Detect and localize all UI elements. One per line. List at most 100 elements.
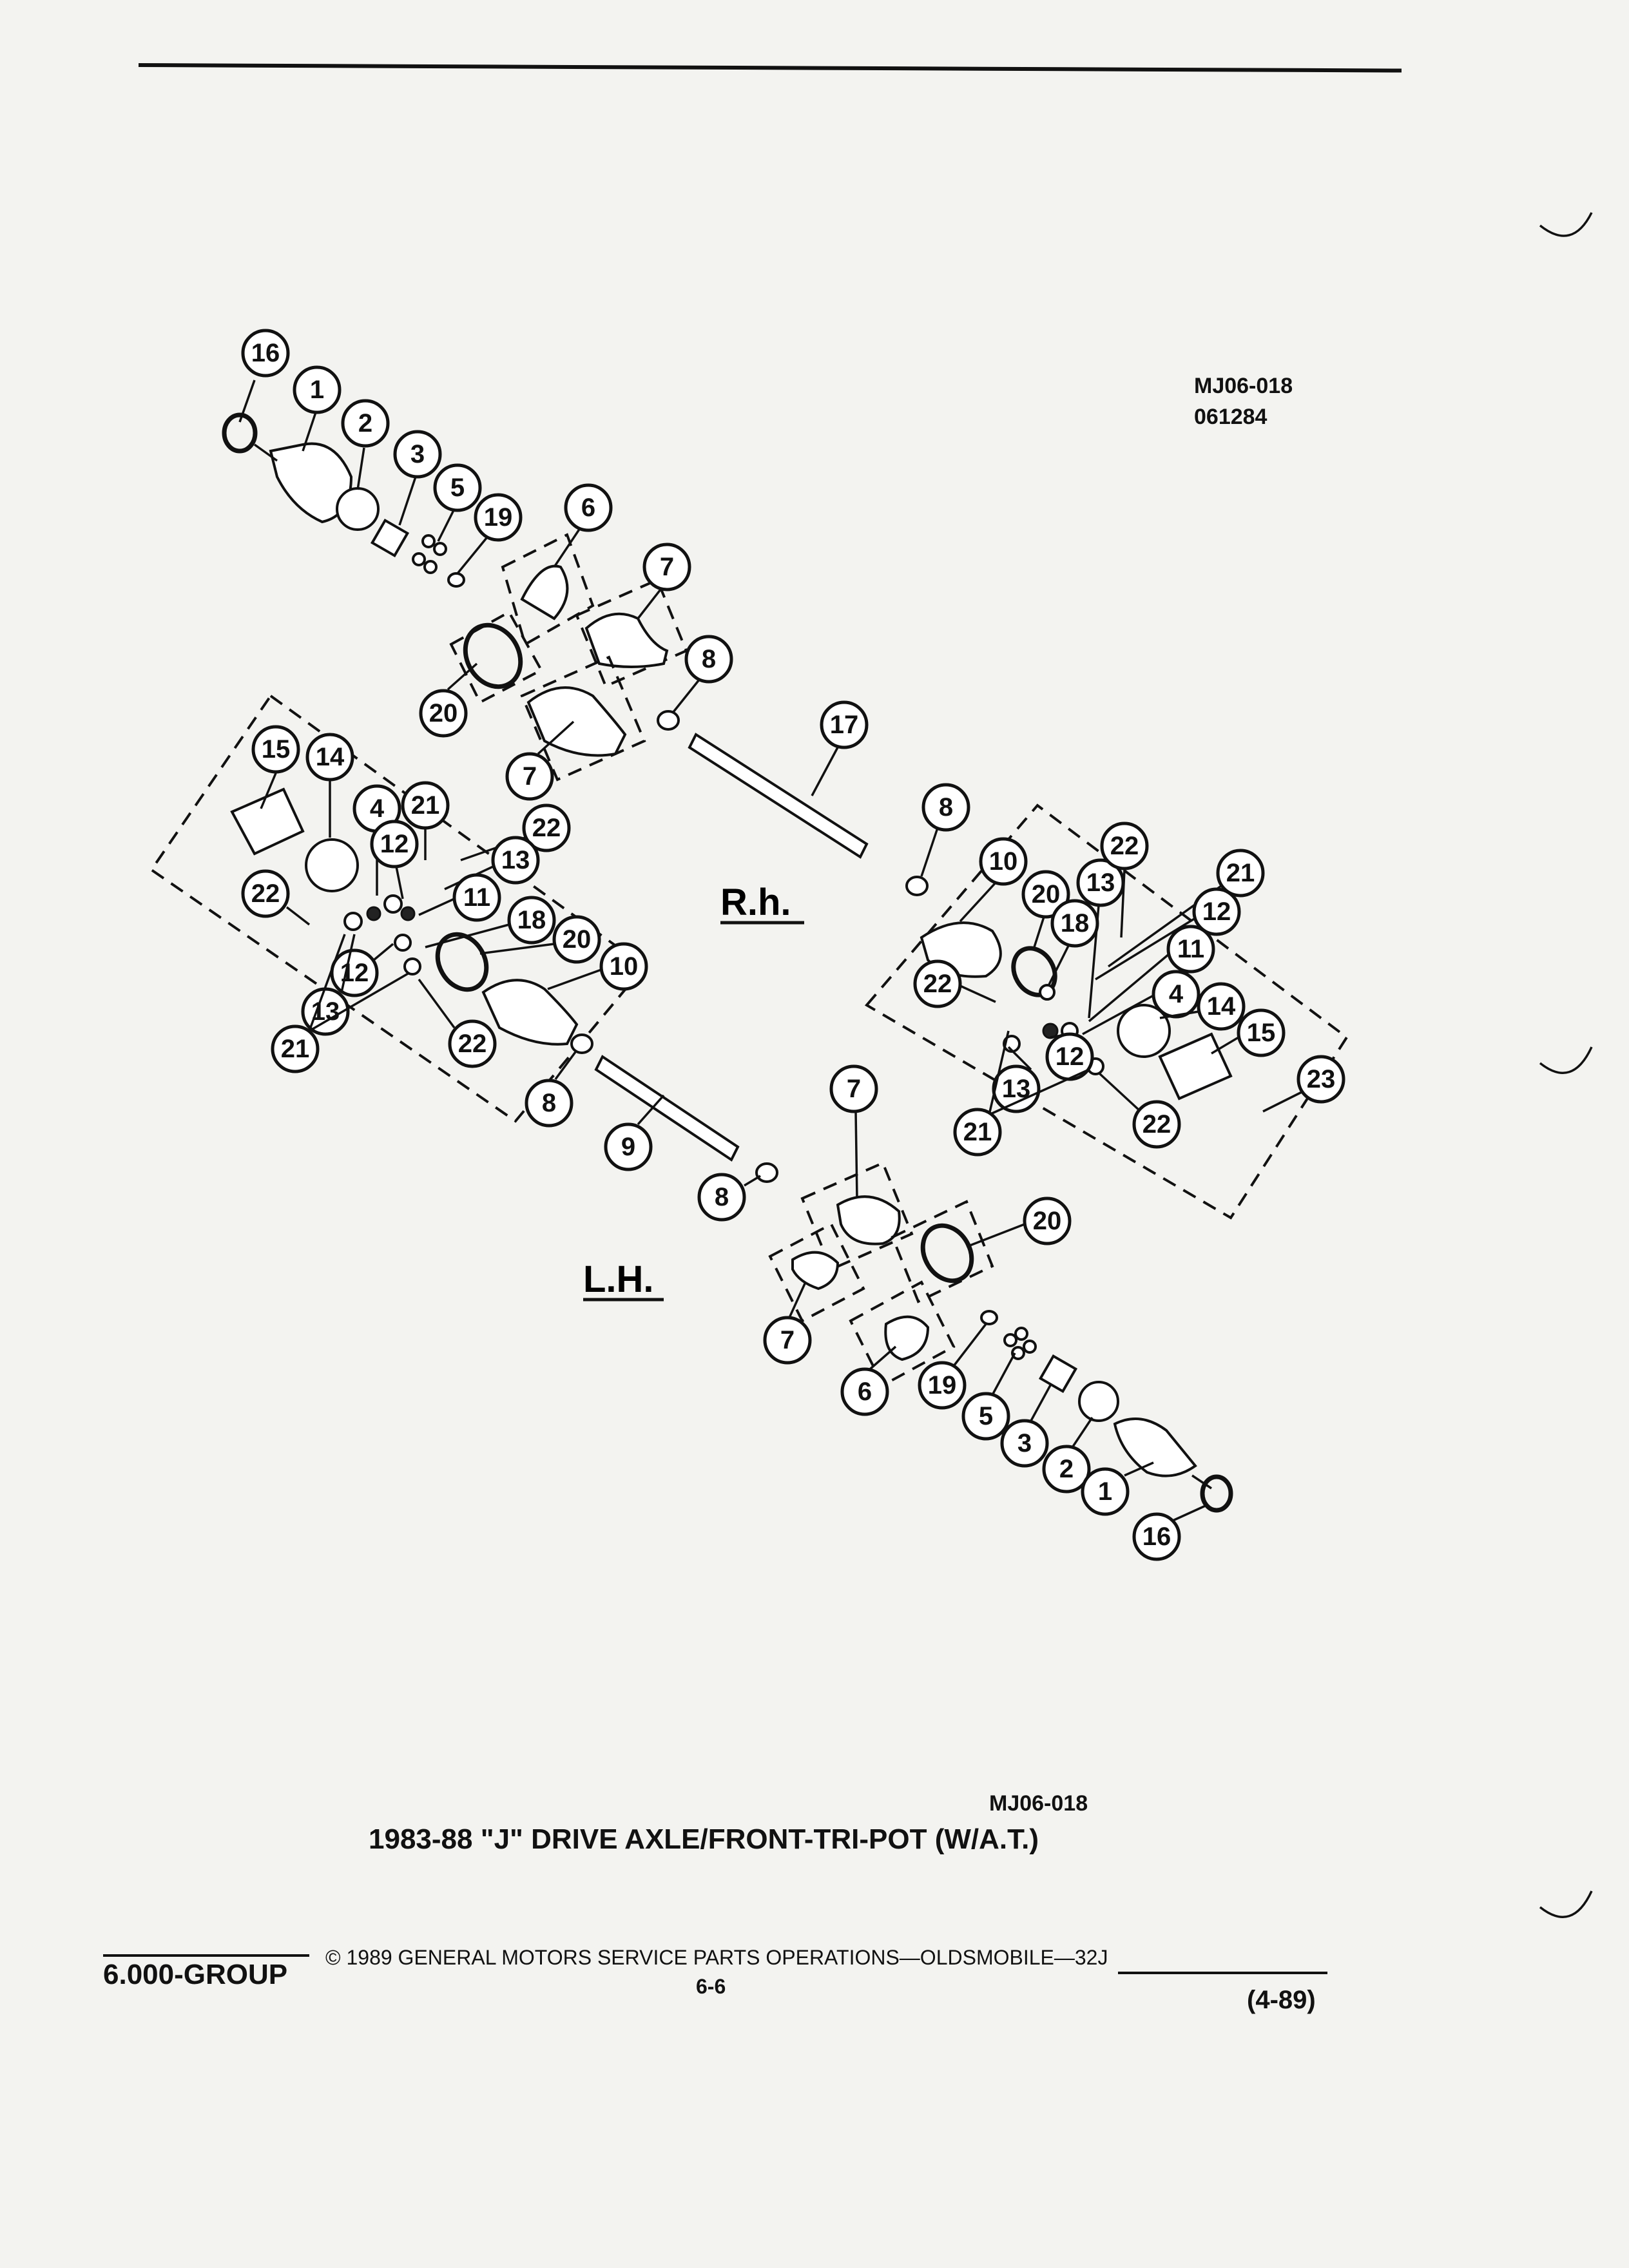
- callout-3-top: 3: [393, 430, 442, 526]
- svg-text:6: 6: [858, 1378, 872, 1406]
- part-16-seal-upper: [222, 412, 258, 454]
- box-6-upper: [501, 533, 595, 646]
- callout-22-right-bottom: 22: [1097, 1072, 1181, 1149]
- footer-revision: (4-89): [1247, 1986, 1316, 2014]
- label-lh: L.H.: [583, 1258, 654, 1300]
- part-8-clamp-lower: [755, 1162, 778, 1183]
- svg-text:21: 21: [963, 1118, 992, 1146]
- part-17-shaft: [688, 733, 869, 859]
- svg-text:20: 20: [563, 925, 592, 954]
- side-labels: R.h. L.H.: [583, 881, 804, 1302]
- callout-6-top: 6: [553, 483, 613, 568]
- callout-22-left-bottom: 22: [418, 978, 497, 1068]
- svg-text:1: 1: [310, 376, 324, 404]
- svg-text:21: 21: [281, 1035, 310, 1063]
- callout-5-top: 5: [433, 463, 482, 542]
- svg-text:22: 22: [532, 814, 561, 842]
- callout-8-lower: 8: [697, 1173, 761, 1222]
- svg-text:3: 3: [410, 440, 425, 468]
- part-14-spider-left: [305, 838, 359, 892]
- svg-text:2: 2: [1059, 1455, 1074, 1483]
- callout-labels: 16 1 2 3 5 19 6 7 8 20 7 17 15 14 4 21 1…: [238, 329, 1345, 1561]
- svg-text:7: 7: [780, 1326, 795, 1354]
- svg-text:22: 22: [1110, 832, 1139, 860]
- caption-ref-code: MJ06-018: [989, 1791, 1088, 1816]
- footer-group: 6.000-GROUP: [103, 1959, 288, 1990]
- part-2-cage-upper: [336, 487, 380, 531]
- callout-16-lower: 16: [1132, 1503, 1209, 1561]
- callout-13-right: 13: [992, 1046, 1041, 1113]
- callout-7-top-a: 7: [637, 543, 691, 620]
- svg-text:22: 22: [1142, 1110, 1171, 1139]
- footer-rule-right: [1118, 1972, 1327, 1974]
- svg-text:19: 19: [928, 1371, 957, 1399]
- part-5-balls-lower: [1003, 1327, 1037, 1360]
- svg-text:8: 8: [939, 793, 953, 822]
- callout-15-left: 15: [251, 725, 300, 809]
- svg-text:21: 21: [411, 791, 440, 820]
- svg-text:21: 21: [1226, 859, 1255, 887]
- callout-21-left: 21: [271, 934, 410, 1073]
- svg-text:18: 18: [517, 906, 546, 934]
- svg-text:22: 22: [923, 970, 952, 998]
- callout-20-left: 20: [479, 915, 601, 964]
- callout-10-left: 10: [547, 942, 648, 991]
- svg-text:13: 13: [1086, 869, 1115, 897]
- svg-text:11: 11: [1177, 935, 1204, 963]
- svg-text:7: 7: [847, 1075, 861, 1103]
- callout-7-lower-b: 7: [763, 1282, 812, 1365]
- part-19-ring-upper: [447, 572, 465, 588]
- svg-text:20: 20: [429, 699, 458, 727]
- part-8-clamp-left: [570, 1033, 593, 1054]
- part-1-outer-race-lower: [1113, 1418, 1197, 1477]
- part-2-cage-lower: [1078, 1381, 1119, 1422]
- part-7-boot-upper-a: [584, 612, 669, 668]
- svg-text:14: 14: [316, 743, 345, 771]
- callout-8-left: 8: [525, 1049, 578, 1128]
- svg-text:19: 19: [484, 503, 513, 532]
- svg-text:15: 15: [262, 735, 291, 764]
- part-16-seal-lower: [1200, 1474, 1233, 1513]
- svg-text:5: 5: [979, 1402, 993, 1430]
- callout-2-lower: 2: [1042, 1417, 1094, 1494]
- part-8-clamp-mid: [905, 876, 929, 896]
- svg-text:9: 9: [621, 1133, 635, 1161]
- svg-text:23: 23: [1307, 1065, 1336, 1093]
- box-20-lower: [891, 1200, 994, 1303]
- svg-text:5: 5: [450, 474, 465, 502]
- part-6-housing-upper: [520, 564, 569, 620]
- box-7-upper-b: [520, 655, 646, 782]
- svg-text:22: 22: [251, 879, 280, 908]
- svg-text:4: 4: [1169, 980, 1184, 1008]
- callout-12-right-top: 12: [1095, 887, 1241, 981]
- box-7-lower-b: [768, 1222, 865, 1323]
- part-7-boot-lower-a: [836, 1195, 901, 1245]
- footer-rule-left: [103, 1954, 309, 1957]
- part-10-boot-left: [481, 979, 579, 1046]
- edge-mark-3: [1539, 1890, 1593, 1918]
- callout-10-right: 10: [959, 837, 1028, 923]
- part-5-balls-upper: [412, 534, 447, 574]
- svg-text:13: 13: [501, 846, 530, 874]
- part-14-spider-right: [1117, 1004, 1171, 1058]
- callout-20-lower: 20: [966, 1196, 1072, 1248]
- caption-title: 1983-88 "J" DRIVE AXLE/FRONT-TRI-POT (W/…: [369, 1823, 1039, 1855]
- svg-text:12: 12: [1202, 898, 1231, 926]
- callout-19-top: 19: [456, 493, 523, 575]
- part-9-shaft: [594, 1055, 740, 1162]
- callout-1-top: 1: [293, 365, 342, 452]
- svg-text:18: 18: [1061, 909, 1090, 937]
- svg-text:12: 12: [380, 830, 409, 858]
- svg-text:14: 14: [1207, 992, 1236, 1021]
- part-15-housing-left: [230, 787, 305, 856]
- part-20-ring-left: [435, 932, 489, 992]
- callout-15-right: 15: [1211, 1008, 1286, 1057]
- callout-9: 9: [604, 1094, 665, 1171]
- callout-8-right: 8: [920, 783, 970, 877]
- callout-6-lower: 6: [840, 1345, 897, 1416]
- callout-13-right-top: 13: [1076, 858, 1125, 1019]
- callout-8-top: 8: [672, 635, 733, 713]
- svg-text:11: 11: [463, 883, 490, 912]
- part-7-boot-upper-b: [526, 686, 627, 757]
- svg-text:16: 16: [251, 339, 280, 367]
